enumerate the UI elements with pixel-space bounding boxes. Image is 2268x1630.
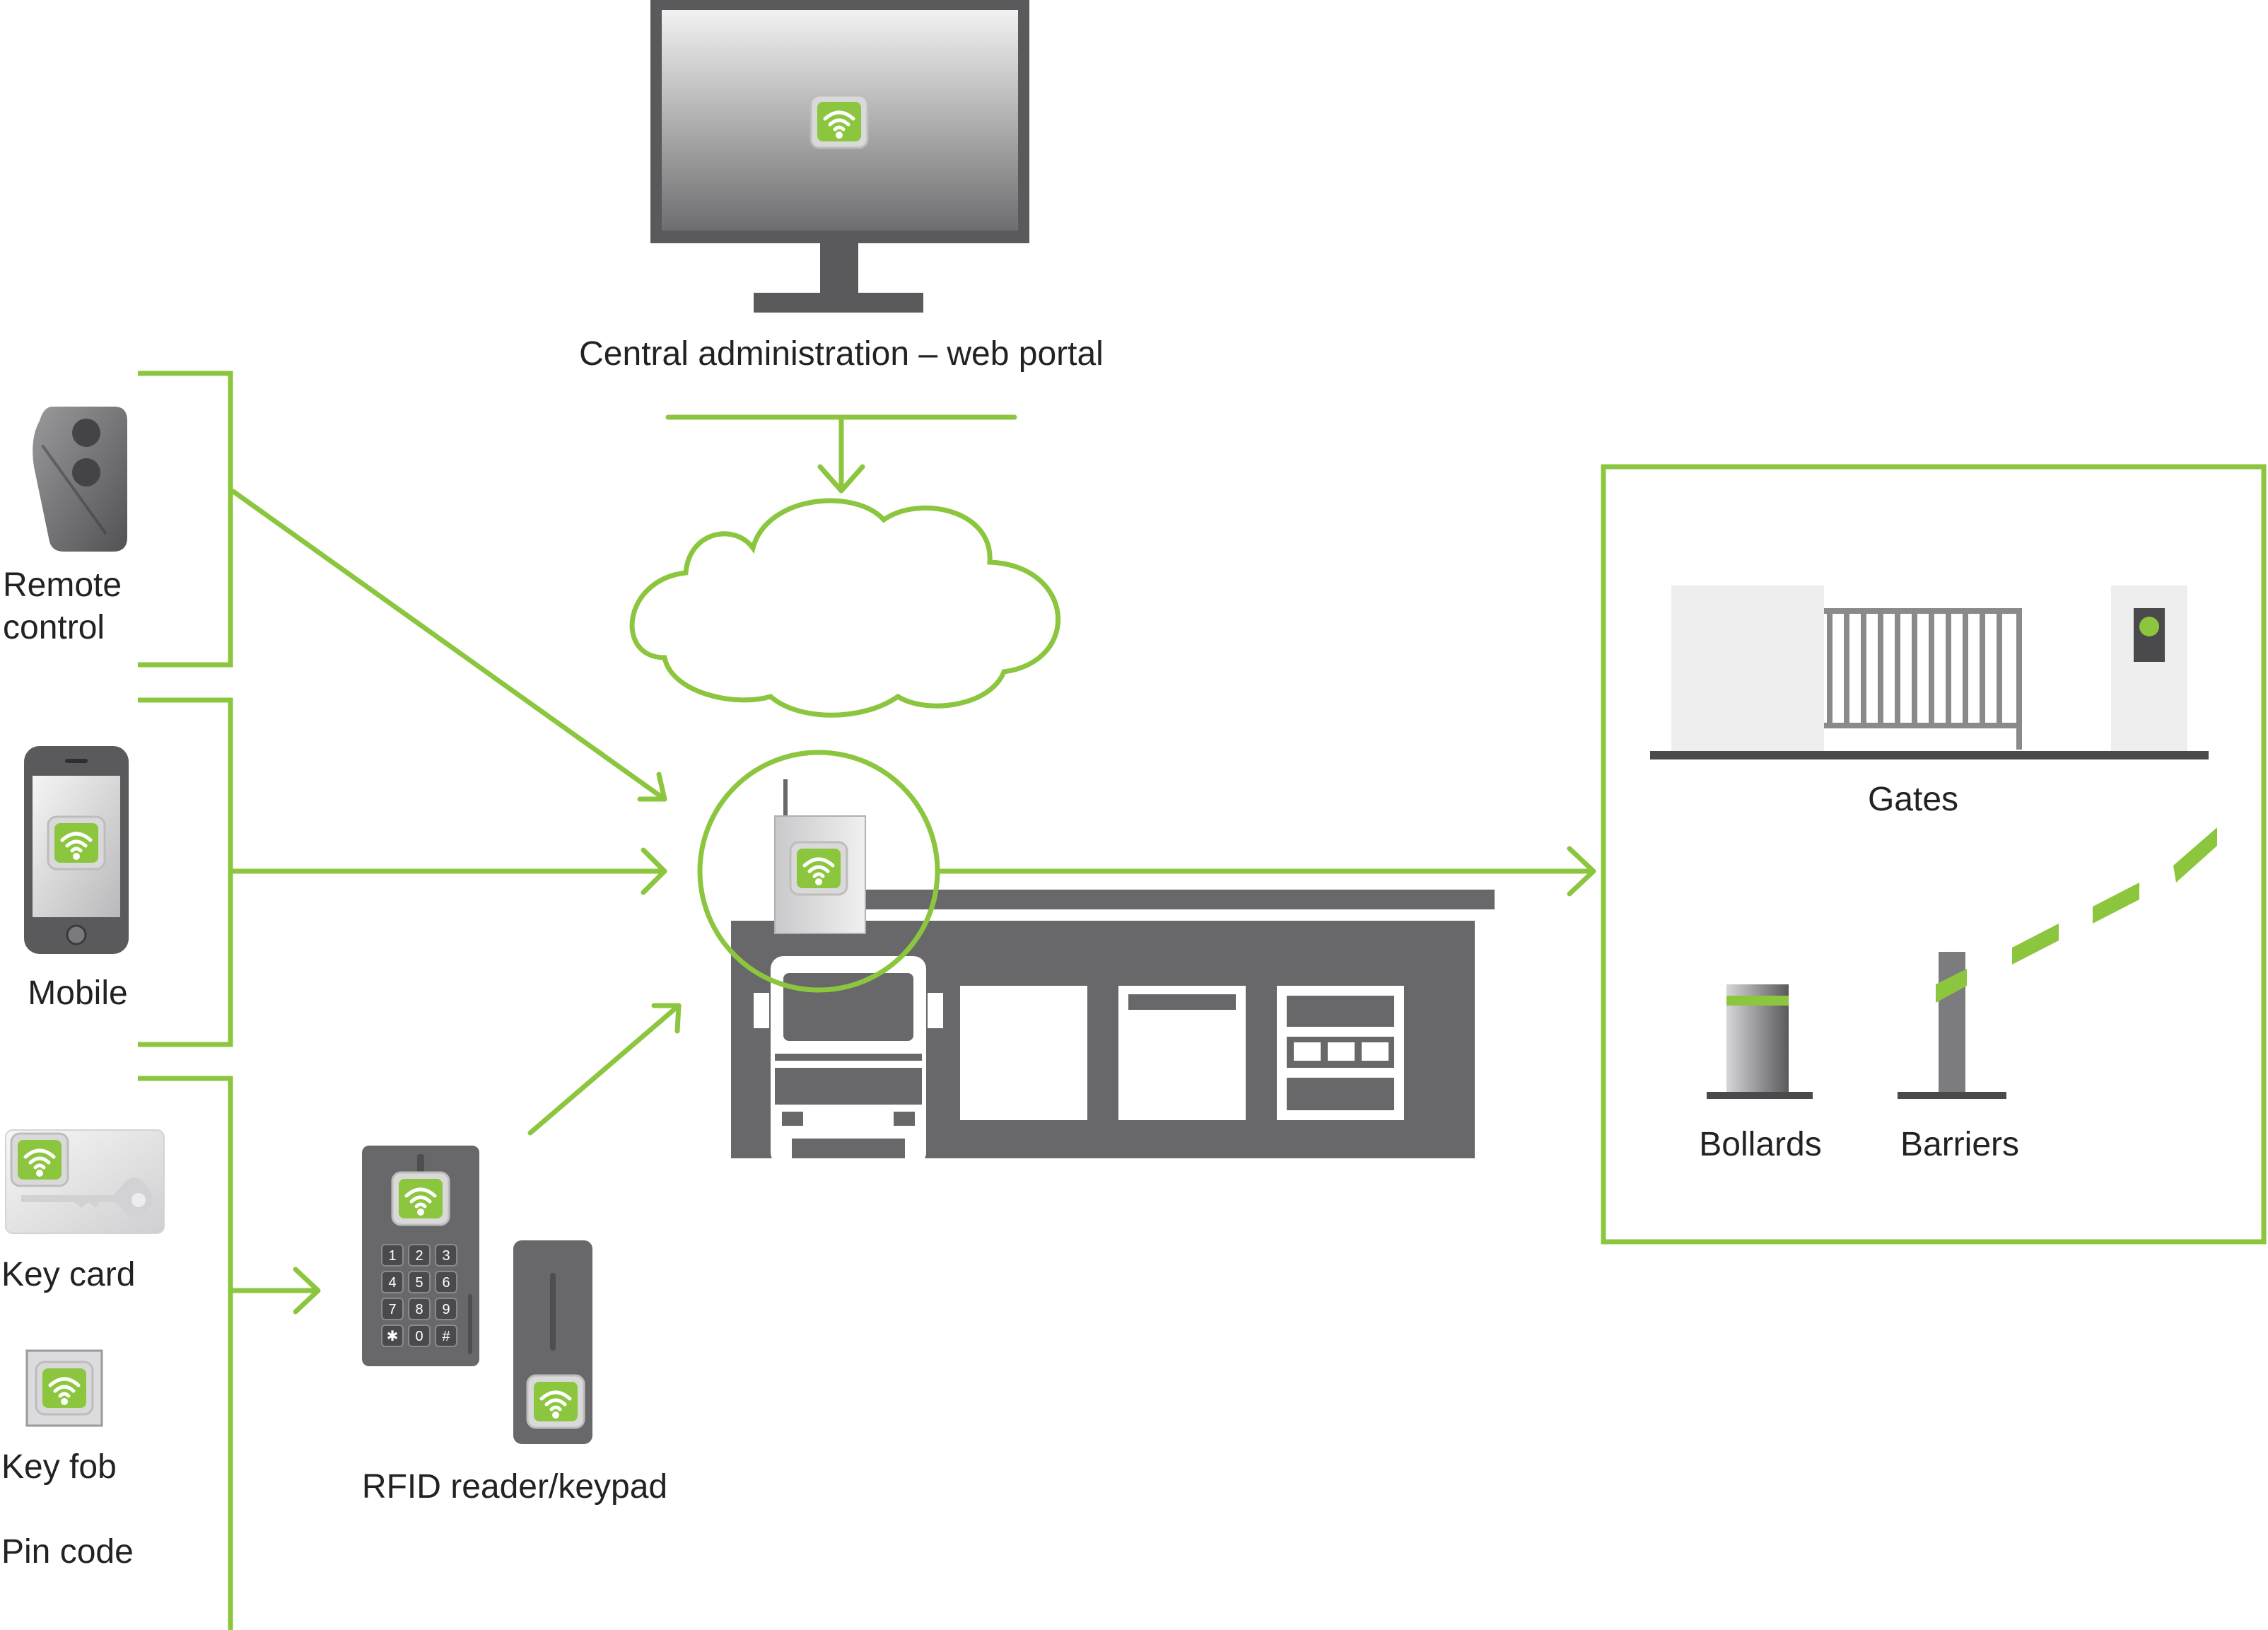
keypad-key[interactable]: # <box>435 1325 457 1347</box>
mobile-phone-icon <box>24 746 129 954</box>
key-fob-icon <box>25 1349 103 1427</box>
controller-unit-icon <box>774 779 866 934</box>
key-fob-label: Key fob <box>1 1448 117 1486</box>
rfid-reader-icon <box>513 1240 592 1444</box>
credentials-to-rfid-arrow <box>228 1267 321 1315</box>
remote-control-label-line1: Remote <box>3 566 122 604</box>
keypad-key-label: 4 <box>388 1275 396 1291</box>
keypad-key-label: # <box>442 1329 450 1344</box>
keypad-key-label: 0 <box>415 1329 423 1344</box>
keypad-key[interactable]: 4 <box>381 1271 404 1293</box>
keypad-key-label: 9 <box>442 1302 450 1317</box>
keypad-key[interactable]: ✱ <box>381 1325 404 1347</box>
inputs-to-controller-arrows <box>230 489 682 1136</box>
keypad-key[interactable]: 8 <box>408 1298 431 1320</box>
keypad-key[interactable]: 9 <box>435 1298 457 1320</box>
mobile-label: Mobile <box>28 974 127 1012</box>
bollards-label: Bollards <box>1699 1126 1821 1163</box>
barrier-arm <box>1936 827 2217 1003</box>
keypad-key[interactable]: 2 <box>408 1244 431 1267</box>
gate-icon <box>1650 586 2209 759</box>
keypad-keys: 1 2 3 4 5 6 7 8 9 ✱ 0 # <box>381 1244 457 1347</box>
keypad-key-label: 7 <box>388 1302 396 1317</box>
remote-control-icon <box>33 407 128 552</box>
keypad-key-label: 3 <box>442 1248 450 1264</box>
pin-code-label: Pin code <box>1 1533 134 1571</box>
keypad-key-label: 1 <box>388 1248 396 1264</box>
barriers-label: Barriers <box>1900 1126 2019 1163</box>
bollard-icon <box>1707 984 1813 1099</box>
wifi-badge-icon <box>790 842 847 895</box>
keypad-key[interactable]: 3 <box>435 1244 457 1267</box>
outputs-box <box>1601 464 2267 1245</box>
controller-to-outputs-arrow <box>935 846 1596 897</box>
bracket-mobile <box>138 697 233 1047</box>
building-door <box>960 986 1087 1120</box>
central-admin-label: Central administration – web portal <box>579 335 1104 373</box>
remote-arrow <box>230 489 667 802</box>
rfid-arrow <box>527 1003 682 1136</box>
remote-control-label-line2: control <box>3 609 105 646</box>
remote-button-top <box>72 419 100 447</box>
bracket-credentials <box>138 1076 233 1630</box>
keypad-device-icon: 1 2 3 4 5 6 7 8 9 ✱ 0 # <box>362 1146 479 1366</box>
rfid-reader-label: RFID reader/keypad <box>362 1468 667 1506</box>
keypad-key-label: 8 <box>415 1302 423 1317</box>
wifi-badge-icon <box>11 1134 68 1186</box>
bracket-remote <box>138 371 233 668</box>
key-card-icon <box>5 1129 165 1234</box>
remote-button-bottom <box>72 458 100 487</box>
keypad-key[interactable]: 0 <box>408 1325 431 1347</box>
admin-to-cloud-connector <box>665 414 1017 494</box>
keypad-key[interactable]: 7 <box>381 1298 404 1320</box>
keypad-key[interactable]: 5 <box>408 1271 431 1293</box>
monitor-icon <box>650 0 1029 313</box>
input-brackets <box>138 371 233 1630</box>
keypad-key[interactable]: 6 <box>435 1271 457 1293</box>
keypad-key-label: 2 <box>415 1248 423 1264</box>
gates-label: Gates <box>1868 781 1958 818</box>
wifi-badge-icon <box>48 817 105 869</box>
keypad-key[interactable]: 1 <box>381 1244 404 1267</box>
wifi-badge-icon <box>392 1172 449 1225</box>
keypad-key-label: ✱ <box>387 1329 399 1344</box>
keypad-key-label: 5 <box>415 1275 423 1291</box>
wifi-badge-icon <box>36 1362 93 1414</box>
key-card-label: Key card <box>1 1256 135 1293</box>
antenna <box>783 779 788 819</box>
wifi-badge-icon <box>811 95 867 148</box>
keypad-key-label: 6 <box>442 1275 450 1291</box>
wifi-badge-icon <box>527 1375 584 1428</box>
cloud-icon <box>629 498 1061 718</box>
truck-icon <box>754 956 943 1165</box>
barrier-icon <box>1898 827 2217 1099</box>
